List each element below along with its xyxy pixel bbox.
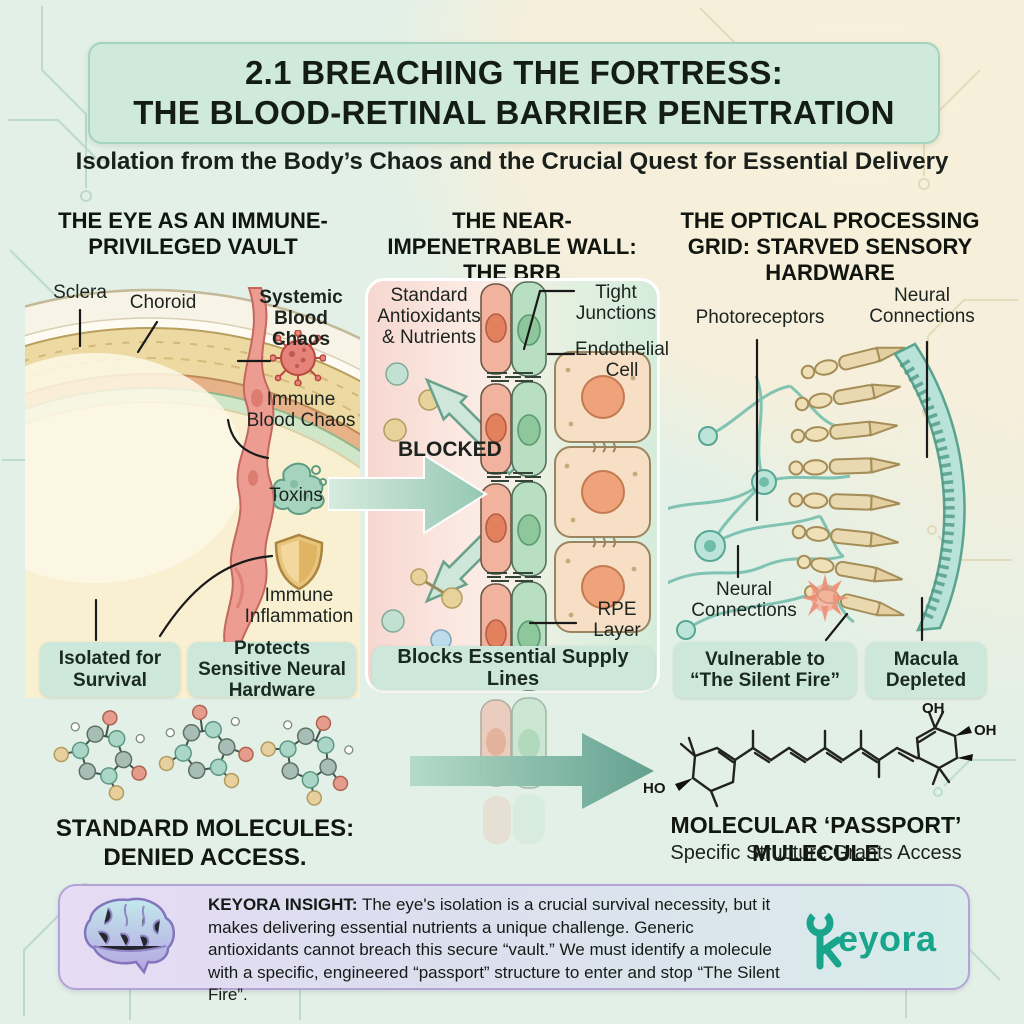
- label-tight-junctions: Tight Junctions: [575, 282, 657, 324]
- brain-icon: [83, 897, 175, 975]
- brb-panel-header: THE NEAR-IMPENETRABLE WALL: THE BRB: [387, 208, 637, 285]
- subtitle: Isolation from the Body’s Chaos and the …: [75, 148, 949, 175]
- arrow-to-passport-molecule: [410, 733, 654, 809]
- hydroxyl-label-left: HO: [643, 780, 666, 797]
- callout-vulnerable-silent-fire: Vulnerable to “The Silent Fire”: [674, 642, 856, 698]
- keyora-logo: eyora: [798, 908, 937, 970]
- title-line-1: 2.1 BREACHING THE FORTRESS:: [245, 53, 783, 91]
- silent-fire-spark: [801, 574, 849, 622]
- label-immune-inflammation: Immune Inflammation: [244, 585, 354, 627]
- label-choroid: Choroid: [129, 292, 197, 313]
- caption-standard-molecules-line2: DENIED ACCESS.: [103, 843, 307, 871]
- caption-standard-molecules: STANDARD MOLECULES: DENIED ACCESS.: [50, 815, 360, 873]
- label-neural-connections-bottom: Neural Connections: [691, 579, 797, 621]
- label-neural-connections-top: Neural Connections: [869, 285, 975, 327]
- caption-passport-molecule-title: MOLECULAR ‘PASSPORT’ MULECULE: [670, 812, 962, 866]
- keyora-key-icon: [806, 909, 842, 970]
- hydroxyl-label-top: OH: [922, 700, 945, 717]
- callout-isolated-for-survival: Isolated for Survival: [40, 642, 180, 697]
- label-rpe-layer: RPE Layer: [593, 599, 641, 641]
- brb-wall-illustration: [365, 278, 660, 693]
- label-endothelial-cell: Endothelial Cell: [574, 339, 670, 381]
- insight-label: KEYORA INSIGHT:: [208, 895, 358, 914]
- passport-molecule-structure: [675, 710, 973, 808]
- label-systemic-blood-chaos: Systemic Blood Chaos: [259, 287, 343, 350]
- title-banner: 2.1 BREACHING THE FORTRESS: THE BLOOD-RE…: [88, 42, 940, 144]
- callout-blocks-supply-lines: Blocks Essential Supply Lines: [372, 646, 654, 690]
- label-standard-antioxidants: Standard Antioxidants & Nutrients: [377, 285, 481, 348]
- eye-panel-header: THE EYE AS AN IMMUNE-PRIVILEGED VAULT: [58, 208, 328, 259]
- denied-molecules-illustration: [46, 700, 370, 815]
- immune-shield-icon: [274, 533, 324, 591]
- callout-protects-neural-hardware: Protects Sensitive Neural Hardware: [188, 638, 356, 701]
- label-toxins: Toxins: [269, 485, 323, 506]
- label-immune-blood-chaos: Immune Blood Chaos: [246, 389, 356, 431]
- label-photoreceptors: Photoreceptors: [695, 307, 825, 328]
- keyora-wordmark-tail: eyora: [838, 918, 937, 959]
- virus-icon: [270, 330, 326, 386]
- insight-text: The eye's isolation is a crucial surviva…: [208, 895, 780, 1005]
- caption-standard-molecules-line1: STANDARD MOLECULES:: [55, 815, 355, 842]
- arrow-into-barrier: [328, 453, 488, 535]
- label-sclera: Sclera: [53, 282, 107, 303]
- label-blocked: BLOCKED: [398, 438, 502, 461]
- grid-panel-header: THE OPTICAL PROCESSING GRID: STARVED SEN…: [680, 208, 980, 285]
- hydroxyl-label-right: OH: [974, 722, 997, 739]
- retina-neural-grid-illustration: [668, 340, 966, 640]
- callout-macula-depleted: Macula Depleted: [866, 642, 986, 698]
- caption-passport-molecule-subtitle: Specific Structure Grants Access: [670, 842, 962, 864]
- title-line-2: THE BLOOD-RETINAL BARRIER PENETRATION: [133, 94, 895, 131]
- insight-text-block: KEYORA INSIGHT: The eye's isolation is a…: [208, 894, 783, 1007]
- toxin-blob-icon: [272, 462, 327, 515]
